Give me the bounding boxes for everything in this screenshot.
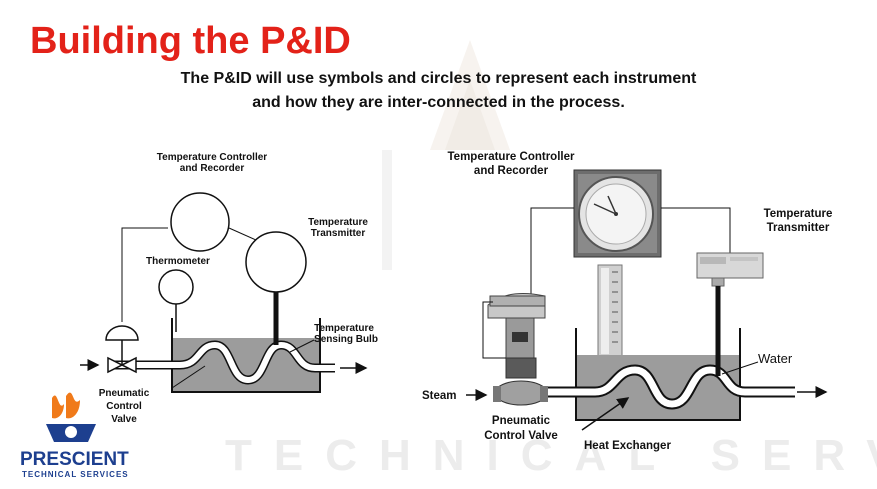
- left-controller-label-1: Temperature Controller: [157, 152, 267, 163]
- right-signal-line-valve: [530, 207, 574, 296]
- left-bulb-label-1: Temperature: [314, 323, 374, 334]
- right-steam-label: Steam: [422, 390, 457, 402]
- left-bulb-label-2: Sensing Bulb: [314, 334, 378, 345]
- right-signal-line-transmitter: [661, 207, 731, 255]
- left-heating-coil: [112, 341, 335, 384]
- slide-subtitle-line-1: The P&ID will use symbols and circles to…: [180, 70, 697, 87]
- left-tank-liquid: [172, 338, 320, 392]
- right-controller-label-2: and Recorder: [474, 165, 549, 177]
- left-controller-label-2: and Recorder: [180, 163, 245, 174]
- logo-tagline: TECHNICAL SERVICES: [22, 470, 129, 479]
- left-control-valve: [105, 325, 139, 374]
- right-exchanger-label: Heat Exchanger: [584, 440, 671, 452]
- left-valve-label-2: Control: [106, 401, 142, 412]
- right-thermometer: [597, 264, 623, 367]
- background-watermark: TECHNICAL SERVICES: [225, 40, 877, 480]
- right-transmitter-device: [696, 252, 764, 287]
- slide-subtitle-line-2: and how they are inter-connected in the …: [252, 94, 625, 111]
- right-water-label: Water: [758, 351, 793, 366]
- left-pid-diagram: Temperature Controller and Recorder Temp…: [80, 152, 378, 425]
- right-valve-label-2: Control Valve: [484, 430, 558, 442]
- company-logo: PRESCIENT TECHNICAL SERVICES: [20, 392, 129, 479]
- left-valve-label-3: Valve: [111, 414, 137, 425]
- right-transmitter-label-2: Transmitter: [767, 222, 830, 234]
- logo-name: PRESCIENT: [20, 449, 129, 470]
- left-thermometer-label: Thermometer: [146, 256, 210, 267]
- slide-title: Building the P&ID: [30, 20, 351, 62]
- right-controller-label-1: Temperature Controller: [448, 151, 575, 163]
- left-valve-label-1: Pneumatic: [99, 388, 150, 399]
- left-controller-circle: [170, 192, 230, 252]
- left-transmitter-label-2: Transmitter: [311, 228, 366, 239]
- right-valve-label-1: Pneumatic: [492, 415, 551, 427]
- left-transmitter-label-1: Temperature: [308, 217, 368, 228]
- watermark-text: TECHNICAL SERVICES: [225, 431, 877, 480]
- right-control-valve: [487, 293, 548, 406]
- left-thermometer-circle: [158, 269, 194, 305]
- right-exchanger-leader: [581, 397, 630, 431]
- right-pid-diagram: Temperature Controller and Recorder Temp…: [422, 151, 832, 452]
- logo-flame-icon: [52, 395, 64, 419]
- right-heat-exchanger: [545, 366, 795, 408]
- right-transmitter-label-1: Temperature: [764, 208, 833, 220]
- right-recorder-device: [573, 169, 662, 258]
- left-signal-line: [121, 227, 168, 322]
- left-transmitter-circle: [245, 231, 307, 293]
